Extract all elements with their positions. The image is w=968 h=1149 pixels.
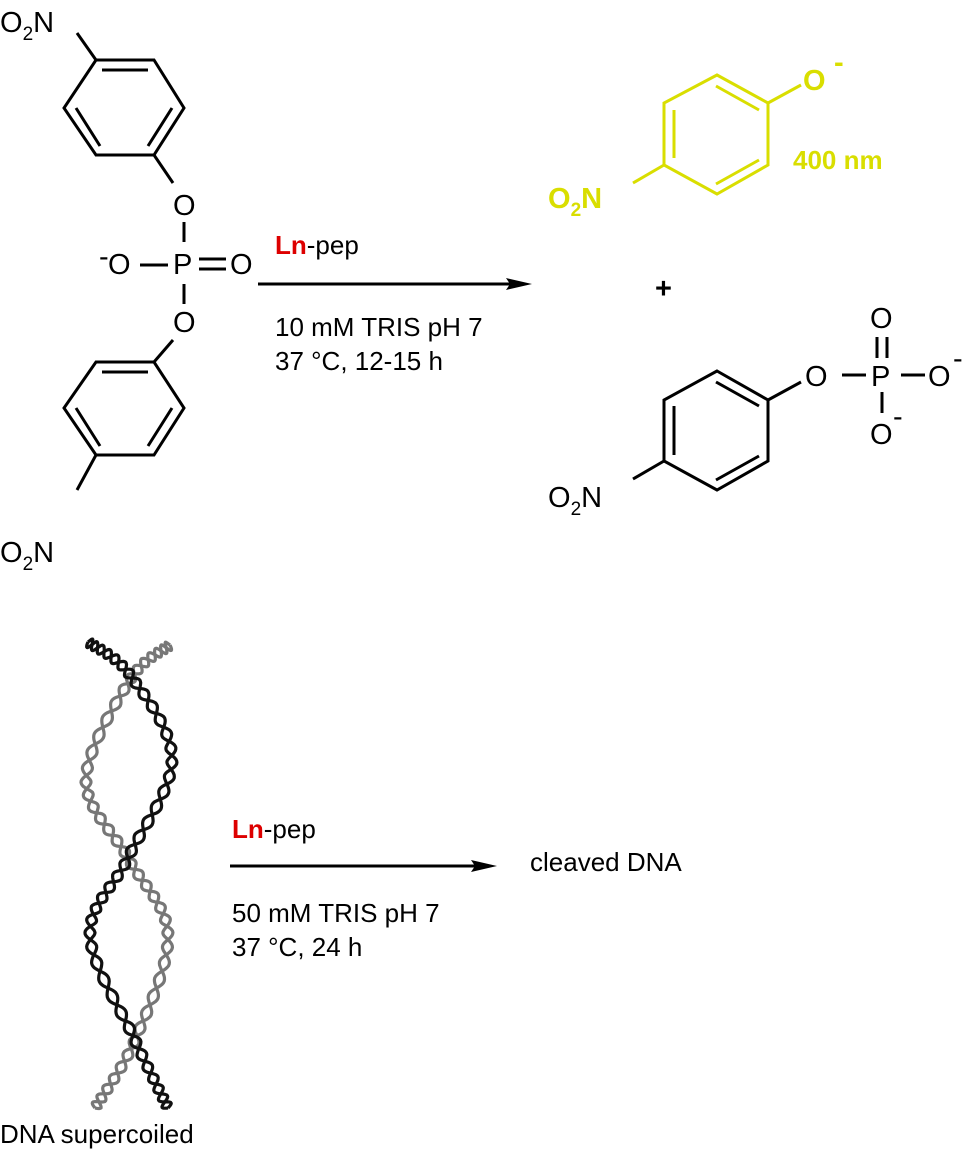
dna-label: DNA supercoiled [0, 1119, 194, 1149]
phosphorus: P [871, 361, 890, 393]
benzene-ring-bottom [62, 360, 186, 457]
charge: - [893, 401, 903, 433]
benzene-ring-top [62, 58, 186, 157]
bond [152, 154, 175, 184]
arrow-head [506, 278, 532, 290]
reactant-bis-nitrophenyl-phosphate: O2N O P - O O O O2N [0, 7, 253, 575]
conditions-label: 37 °C, 12-15 h [275, 346, 443, 376]
buffer-label: 10 mM TRIS pH 7 [275, 312, 483, 342]
bond [767, 380, 802, 402]
dna-strand-light [80, 640, 175, 1111]
bond [632, 459, 665, 481]
supercoiled-dna-illustration [79, 637, 179, 1111]
product-nitrophenyl-phosphate: O P O O - O - O2N [548, 303, 963, 520]
oxygen-bottom: O [173, 307, 196, 339]
ring-double-bonds [74, 68, 174, 147]
charge: - [953, 343, 963, 375]
reaction-arrow-1: Ln-pep 10 mM TRIS pH 7 37 °C, 12-15 h [258, 230, 532, 376]
nitro-group: O2N [548, 183, 602, 221]
double-bond [875, 337, 889, 358]
catalyst-label: Ln-pep [232, 814, 316, 844]
nitro-group-top: O2N [0, 7, 54, 45]
bond [75, 454, 98, 491]
oxygen-double: O [870, 303, 893, 335]
reaction-arrow-2: Ln-pep 50 mM TRIS pH 7 37 °C, 24 h cleav… [230, 814, 682, 962]
bond [632, 163, 665, 185]
product-nitrophenolate: O - O2N 400 nm [548, 47, 883, 221]
ester-oxygen: O [805, 361, 828, 393]
benzene-ring [662, 369, 770, 492]
oxygen-anion-right: O [928, 361, 951, 393]
phosphorus: P [173, 249, 192, 281]
plus-sign: + [655, 273, 672, 305]
nitro-group: O2N [548, 482, 602, 520]
ring-double-bonds [672, 84, 760, 186]
double-bond [199, 257, 226, 271]
bond [75, 32, 98, 61]
absorbance-wavelength: 400 nm [793, 145, 883, 175]
dna-strand-dark [85, 637, 178, 1110]
catalyst-label: Ln-pep [275, 230, 359, 260]
oxygen-double: O [230, 249, 253, 281]
charge: - [99, 241, 109, 273]
arrow-head [471, 860, 497, 872]
phenolate-oxygen: O [803, 65, 826, 97]
oxygen-anion: O [108, 249, 131, 281]
ring-double-bonds [74, 370, 174, 447]
product-label: cleaved DNA [530, 847, 682, 877]
nitro-group-bottom: O2N [0, 537, 54, 575]
bond [767, 83, 802, 105]
oxygen-anion-bottom: O [870, 419, 893, 451]
ring-double-bonds [672, 380, 760, 482]
benzene-ring [662, 73, 770, 196]
conditions-label: 37 °C, 24 h [232, 932, 362, 962]
bond [152, 339, 175, 363]
oxygen-top: O [173, 190, 196, 222]
charge: - [834, 47, 844, 79]
buffer-label: 50 mM TRIS pH 7 [232, 898, 440, 928]
